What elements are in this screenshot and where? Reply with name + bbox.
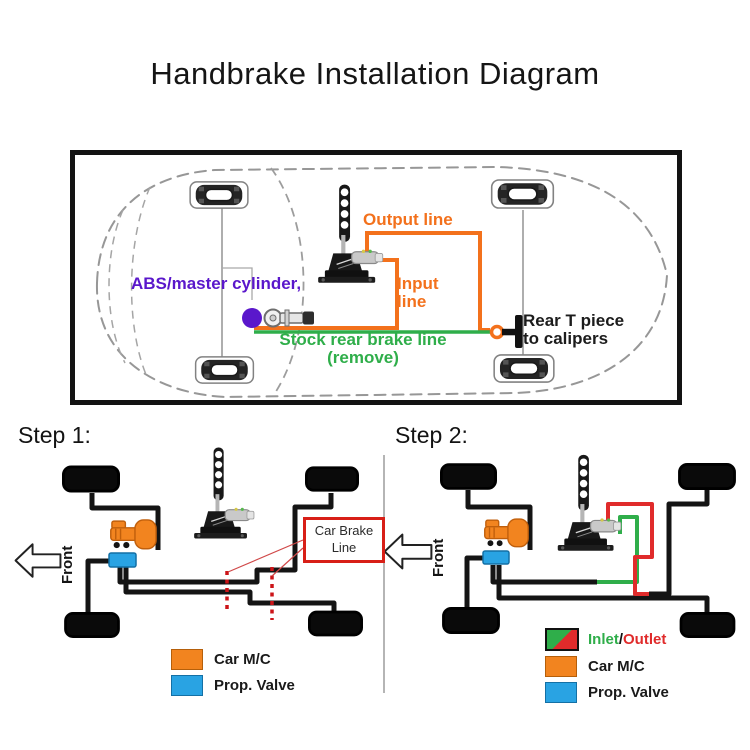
step2-line-lower-rear xyxy=(496,565,710,612)
legend-row-inlet-outlet: Inlet/Outlet xyxy=(545,628,669,651)
step1-cut-pointers xyxy=(227,539,304,577)
car-brake-line-text2: Line xyxy=(331,540,357,555)
slash-text: / xyxy=(618,631,624,648)
tee-stem xyxy=(502,328,517,336)
step1-line-upper-rear xyxy=(117,493,334,585)
wheel-rear-left xyxy=(490,179,555,209)
step2-wheel-rear-right xyxy=(679,612,736,638)
legend-row-prop-valve: Prop. Valve xyxy=(171,675,295,696)
inlet-outlet-label: Inlet/Outlet xyxy=(588,631,666,648)
front-arrow-icon xyxy=(383,533,433,570)
page-title: Handbrake Installation Diagram xyxy=(150,56,600,91)
cabin-outline xyxy=(270,167,305,397)
front-arrow-icon xyxy=(14,543,62,578)
wheel-rear-right xyxy=(493,353,555,384)
rear-t-piece-label: Rear T piece to calipers xyxy=(523,311,625,349)
step2-outlet-line xyxy=(606,502,654,596)
step1-prop-valve xyxy=(108,552,137,568)
legend-row-prop-valve: Prop. Valve xyxy=(545,682,669,703)
stock-rear-brake-line-label: Stock rear brake line (remove) xyxy=(273,330,453,368)
step2-chassis-drawing: Front xyxy=(383,454,736,638)
step2-wheel-front-left xyxy=(440,463,497,490)
tee-crossbar xyxy=(515,315,523,348)
step1-wheel-front-left xyxy=(62,465,120,493)
step1-chassis-drawing: Front xyxy=(14,446,363,638)
step2-wheel-rear-left xyxy=(442,607,500,634)
step2-line-front-right xyxy=(649,490,710,597)
car-overview-drawing xyxy=(95,165,669,399)
step2-line-rear-left xyxy=(464,555,483,607)
step2-line-upper-rear xyxy=(490,565,597,585)
output-line-label: Output line xyxy=(363,210,453,229)
step2-prop-valve xyxy=(482,550,510,565)
wheel-front-right xyxy=(194,355,255,385)
car-body-outline xyxy=(95,165,669,399)
stock-label-line2: (remove) xyxy=(327,348,399,368)
tee-connector-ring xyxy=(489,324,505,340)
step1-handbrake-graphic xyxy=(193,446,255,540)
car-mc-swatch xyxy=(171,649,203,670)
hood-line xyxy=(130,186,151,378)
tee-label-line2: to calipers xyxy=(523,329,609,349)
output-line-path xyxy=(365,231,490,332)
step1-wheel-front-right xyxy=(305,466,359,492)
step2-front-label: Front xyxy=(430,539,447,577)
step1-front-label: Front xyxy=(59,546,76,584)
step2-car-mc-graphic xyxy=(484,518,529,548)
tee-label-line1: Rear T piece xyxy=(523,311,625,330)
step2-wheel-front-right xyxy=(678,463,736,490)
abs-junction-dot xyxy=(242,308,262,328)
front-bumper-line xyxy=(108,209,126,364)
car-mc-label: Car M/C xyxy=(214,651,271,668)
step1-legend: Car M/C Prop. Valve xyxy=(171,649,295,701)
master-cylinder-graphic xyxy=(263,308,314,328)
step1-car-mc-graphic xyxy=(110,519,157,550)
step1-wheel-rear-right xyxy=(308,610,363,637)
step1-line-front-left xyxy=(89,493,161,550)
car-brake-line-text1: Car Brake xyxy=(314,523,374,539)
step2-heading: Step 2: xyxy=(395,422,468,448)
car-mc-swatch xyxy=(545,656,577,677)
master-cylinder-feed-line xyxy=(222,267,253,300)
input-line-label: Input line xyxy=(397,274,439,312)
step1-line-rear-left xyxy=(85,558,110,612)
outlet-text: Outlet xyxy=(623,631,667,648)
prop-valve-swatch xyxy=(545,682,577,703)
step1-line-lower-rear xyxy=(123,567,337,611)
car-mc-label: Car M/C xyxy=(588,658,645,675)
input-line-label-line2: line xyxy=(397,292,427,312)
abs-master-cylinder-label: ABS/master cylinder, xyxy=(131,274,302,293)
legend-row-car-mc: Car M/C xyxy=(545,656,669,677)
prop-valve-swatch xyxy=(171,675,203,696)
input-line-label-line1: Input xyxy=(397,274,439,293)
inlet-text: Inlet xyxy=(588,631,619,648)
car-overview-diagram: ABS/master cylinder, Output line Input l… xyxy=(70,150,682,405)
wheel-front-left xyxy=(189,180,249,210)
step1-wheel-rear-left xyxy=(64,612,120,638)
step2-legend: Inlet/Outlet Car M/C Prop. Valve xyxy=(545,628,669,708)
steps-divider xyxy=(383,455,385,693)
step1-heading: Step 1: xyxy=(18,422,91,448)
inlet-outlet-swatch xyxy=(545,628,579,651)
legend-row-car-mc: Car M/C xyxy=(171,649,295,670)
stock-label-line1: Stock rear brake line xyxy=(279,330,447,349)
prop-valve-label: Prop. Valve xyxy=(588,684,669,701)
car-brake-line-callout: Car Brake Line xyxy=(303,517,385,563)
step2-line-front-left xyxy=(465,490,533,550)
prop-valve-label: Prop. Valve xyxy=(214,677,295,694)
